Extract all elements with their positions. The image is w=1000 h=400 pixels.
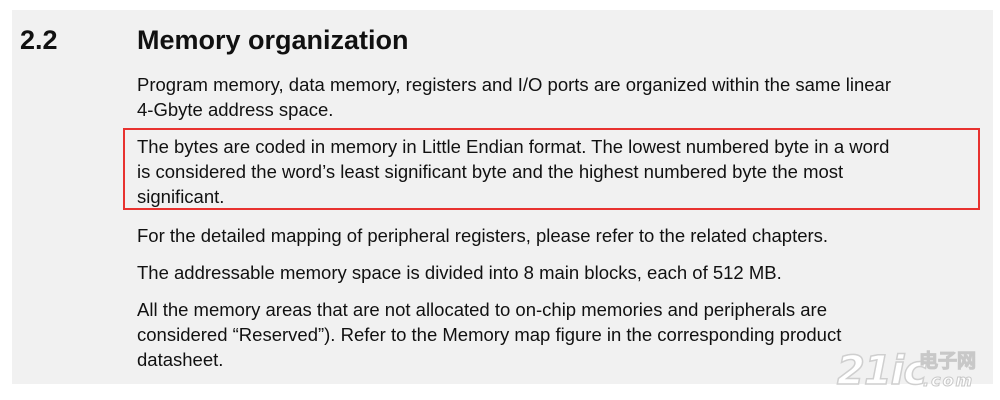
- paragraph-line: is considered the word’s least significa…: [137, 161, 844, 182]
- red-highlight-box: [123, 128, 980, 210]
- watermark-logo: 21ic 电子网 .com: [836, 347, 992, 395]
- watermark-domain: .com: [922, 371, 975, 391]
- paragraph-line: 4-Gbyte address space.: [137, 99, 334, 120]
- paragraph-line: For the detailed mapping of peripheral r…: [137, 225, 829, 246]
- section-title: Memory organization: [137, 25, 409, 55]
- watermark-brand: 21ic: [836, 347, 928, 395]
- paragraph-line: datasheet.: [137, 349, 224, 370]
- paragraph-memory-blocks: The addressable memory space is divided …: [137, 260, 982, 285]
- paragraph-line: The bytes are coded in memory in Little …: [137, 136, 890, 157]
- section-number: 2.2: [20, 25, 58, 55]
- paragraph-address-space: Program memory, data memory, registers a…: [137, 72, 982, 122]
- document-panel: 2.2 Memory organization Program memory, …: [12, 10, 993, 384]
- paragraph-line: Program memory, data memory, registers a…: [137, 74, 892, 95]
- paragraph-reserved-areas: All the memory areas that are not alloca…: [137, 297, 982, 372]
- paragraph-line: considered “Reserved”). Refer to the Mem…: [137, 324, 842, 345]
- paragraph-line: The addressable memory space is divided …: [137, 262, 782, 283]
- paragraph-peripheral-mapping: For the detailed mapping of peripheral r…: [137, 223, 982, 248]
- paragraph-line: significant.: [137, 186, 225, 207]
- watermark-cn: 电子网: [918, 350, 977, 373]
- paragraph-little-endian: The bytes are coded in memory in Little …: [137, 134, 982, 209]
- paragraph-line: All the memory areas that are not alloca…: [137, 299, 827, 320]
